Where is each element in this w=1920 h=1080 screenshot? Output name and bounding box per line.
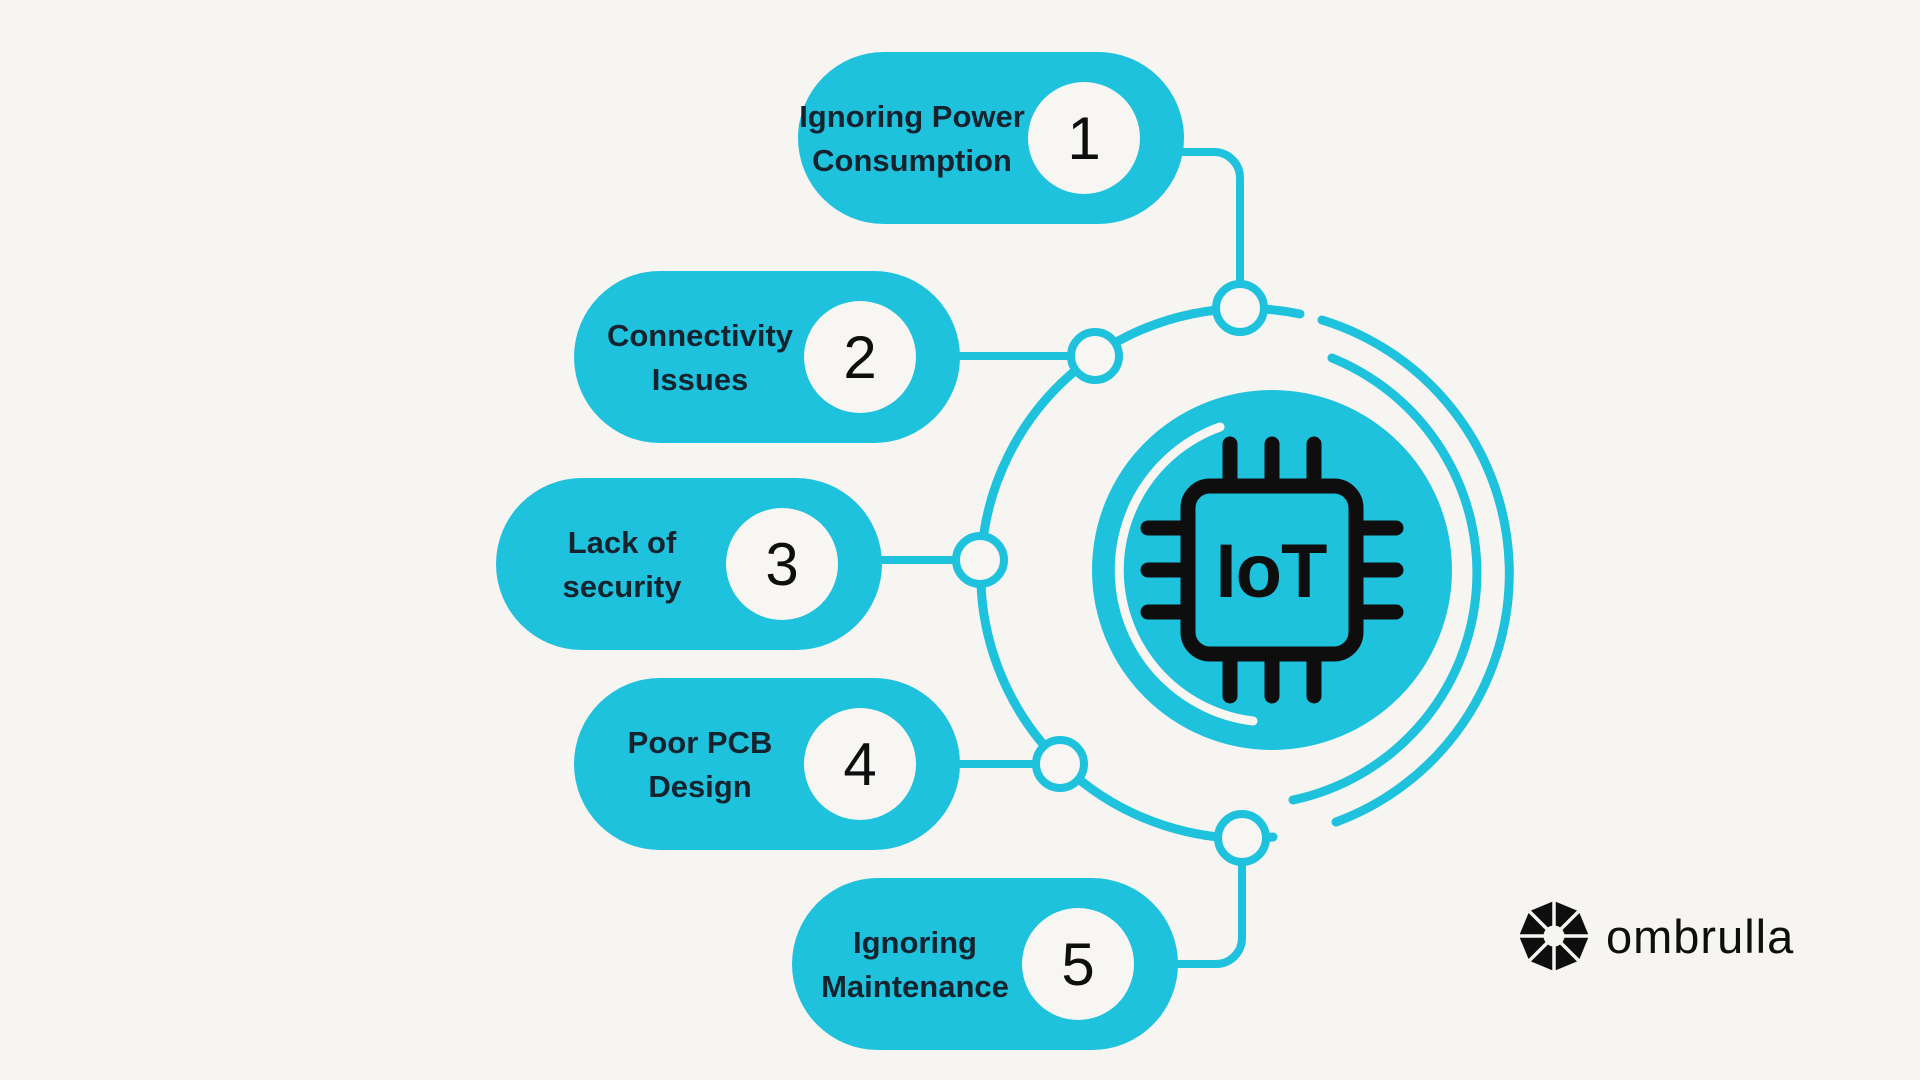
node-item-2 xyxy=(1067,328,1123,384)
item-label-4-line1: Poor PCB xyxy=(628,725,773,760)
item-label-3-line1: Lack of xyxy=(568,525,677,560)
chip-body xyxy=(1180,478,1364,662)
octagon-umbrella-icon xyxy=(1519,901,1589,971)
item-number-2: 2 xyxy=(843,324,876,391)
list-item-4: 4 Poor PCB Design xyxy=(574,678,960,850)
item-label-2-line2: Issues xyxy=(652,362,749,397)
connector-item-5 xyxy=(1170,859,1246,968)
brand-name: ombrulla xyxy=(1606,910,1794,963)
hub-label: IoT xyxy=(1216,529,1328,614)
list-item-3: 3 Lack of security xyxy=(496,478,882,650)
item-number-4: 4 xyxy=(843,731,876,798)
node-item-3 xyxy=(952,532,1008,588)
number-circle-1 xyxy=(1028,82,1140,194)
connectors xyxy=(874,148,1246,968)
item-number-1: 1 xyxy=(1067,105,1100,172)
number-circle-3 xyxy=(726,508,838,620)
item-number-3: 3 xyxy=(765,531,798,598)
hub: IoT xyxy=(1092,390,1452,750)
number-circle-5 xyxy=(1022,908,1134,1020)
node-item-4 xyxy=(1032,736,1088,792)
orbit-nodes xyxy=(952,280,1270,866)
item-label-1-line1: Ignoring Power xyxy=(799,99,1025,134)
microchip-icon: IoT xyxy=(1140,436,1404,704)
number-circle-4 xyxy=(804,708,916,820)
item-label-3-line2: security xyxy=(563,569,683,604)
item-label-5-line2: Maintenance xyxy=(821,969,1009,1004)
connector-item-1 xyxy=(1176,148,1244,287)
node-item-1 xyxy=(1212,280,1268,336)
umbrella-center-hole xyxy=(1543,925,1565,947)
right-inner-arc xyxy=(1288,353,1482,805)
item-label-4-line2: Design xyxy=(648,769,751,804)
item-label-1-line2: Consumption xyxy=(812,143,1012,178)
hub-inset-ring xyxy=(1114,422,1258,726)
item-label-5-line1: Ignoring xyxy=(853,925,977,960)
list-item-2: 2 Connectivity Issues xyxy=(574,271,960,443)
number-circle-2 xyxy=(804,301,916,413)
list-item-1: 1 Ignoring Power Consumption xyxy=(798,52,1184,224)
list-item-5: 5 Ignoring Maintenance xyxy=(792,878,1178,1050)
item-number-5: 5 xyxy=(1061,931,1094,998)
right-outer-arc xyxy=(1317,315,1514,827)
node-item-5 xyxy=(1214,810,1270,866)
item-label-2-line1: Connectivity xyxy=(607,318,794,353)
brand-logo: ombrulla xyxy=(1519,901,1794,971)
hub-circle xyxy=(1092,390,1452,750)
